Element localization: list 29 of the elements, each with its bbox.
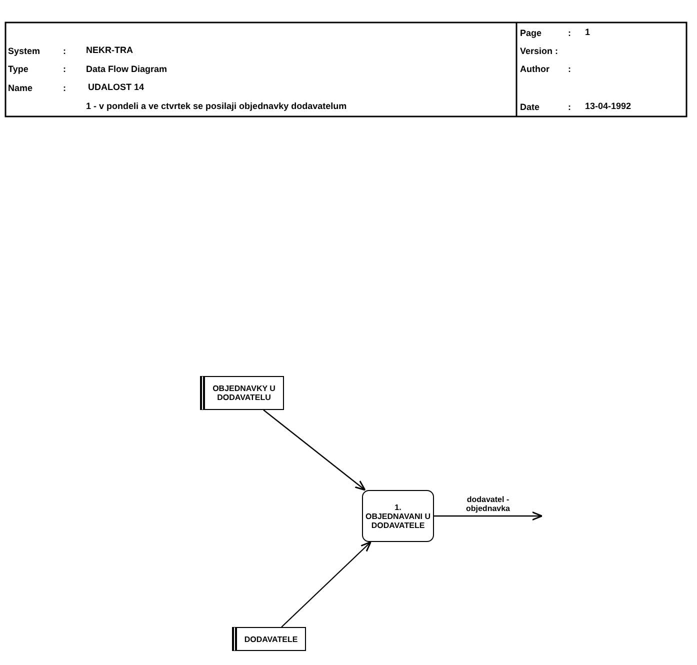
header-text: 1 [585, 27, 590, 38]
header-text: 1 - v pondeli a ve ctvrtek se posilaji objednavky dodavatelum [86, 101, 347, 112]
node-label: DODAVATELE [244, 634, 298, 644]
node-label: OBJEDNAVKY U DODAVATELU [212, 384, 276, 402]
header-text: : [568, 102, 571, 113]
header-text: Date [520, 102, 540, 113]
header-text: : [568, 64, 571, 75]
header-text: : [63, 83, 66, 94]
data-store [200, 376, 284, 410]
header-text: Page [520, 28, 542, 39]
header-text: System [8, 46, 40, 57]
data-store [232, 627, 306, 651]
data-flow-arrow [281, 541, 372, 628]
process-number: 1. [394, 502, 402, 512]
header-text: Author [520, 64, 550, 75]
data-flow-arrow [263, 410, 366, 491]
header-text: : [63, 64, 66, 75]
process-box [362, 490, 434, 542]
header-text: Version : [520, 46, 558, 57]
data-flow-arrow [434, 511, 543, 521]
header-text: Data Flow Diagram [86, 64, 168, 75]
header-text: NEKR-TRA [86, 45, 133, 56]
node-label: OBJEDNAVANI U DODAVATELE [365, 512, 431, 530]
header-text: UDALOST 14 [88, 82, 144, 93]
header-text: : [568, 28, 571, 39]
header-text: Name [8, 83, 33, 94]
header-text: : [63, 46, 66, 57]
header-text: Type [8, 64, 28, 75]
header-text: 13-04-1992 [585, 101, 632, 112]
